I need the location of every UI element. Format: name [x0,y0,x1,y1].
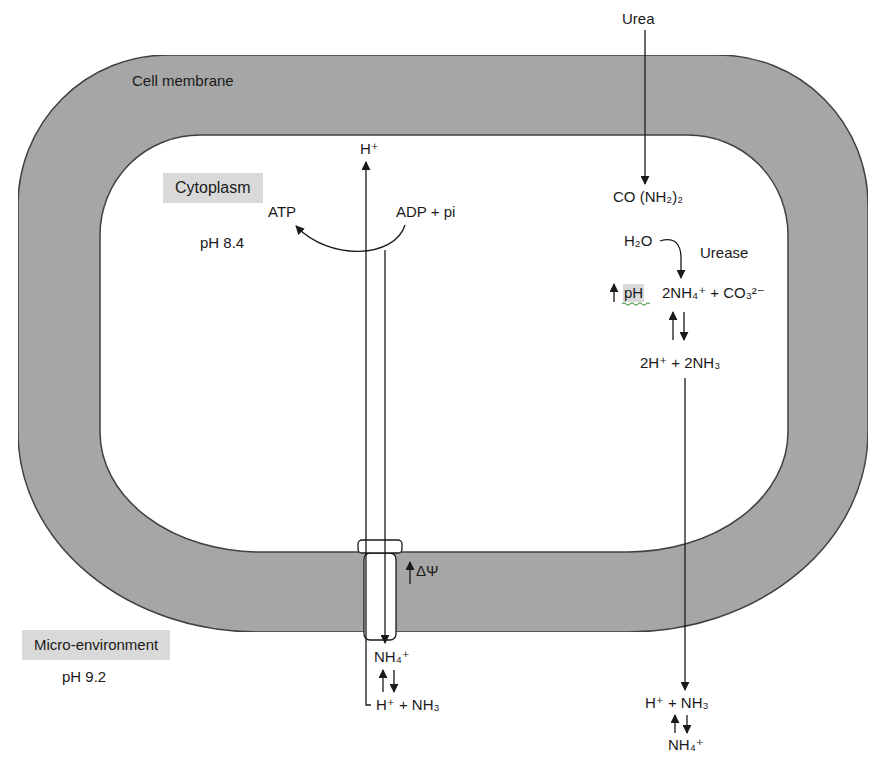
region-label-box: Cytoplasm [163,173,263,203]
equilibrium-arrow [382,670,383,692]
chemical-formula: 2H⁺ + 2NH₃ [640,354,720,372]
equilibrium-arrow [674,715,675,733]
substrate-label: Urea [622,10,655,28]
ammonium-arrow [384,250,385,643]
proton-arrow [366,162,371,705]
transporter-body [364,553,396,640]
ph-value: pH 9.2 [62,668,106,686]
region-label: Micro-environment [34,635,158,655]
equilibrium-arrow [686,715,687,733]
ph-label: pH [623,284,644,302]
ph-value: pH 8.4 [200,234,244,252]
chemical-formula: H⁺ [360,140,379,158]
chemical-formula: ATP [268,203,296,221]
equilibrium-arrow [393,670,394,692]
cell-membrane: Cell membraneCytoplasm [18,55,868,632]
chemical-formula: ADP + pi [396,203,455,221]
spelling-underline [622,303,650,306]
chemical-formula: CO (NH₂)₂ [613,188,683,206]
enzyme-label: Urease [700,244,748,262]
region-label-box: Micro-environment [22,630,170,660]
equilibrium-arrow [672,312,673,340]
chemical-formula: H⁺ + NH₃ [645,694,709,712]
chemical-formula: NH₄⁺ [374,648,410,666]
chemical-formula: H⁺ + NH₃ [376,696,440,714]
atp-arrow [296,225,405,251]
chemical-formula: H₂O [624,232,652,250]
membrane-outline [18,55,868,632]
urease-arrow [660,240,681,278]
potential-up-arrow [409,562,410,584]
region-label: Cytoplasm [175,178,251,198]
transporter-cap [358,540,402,553]
chemical-formula: 2NH₄⁺ + CO₃²⁻ [662,284,765,302]
equilibrium-arrow [683,312,684,340]
chemical-formula: NH₄⁺ [668,736,704,754]
potential-label: ΔΨ [416,562,439,580]
diffusion-arrow [684,378,685,690]
membrane-label: Cell membrane [132,72,234,90]
urea-arrow [644,30,645,184]
membrane-band [18,55,868,632]
ph-up-arrow [613,284,614,302]
